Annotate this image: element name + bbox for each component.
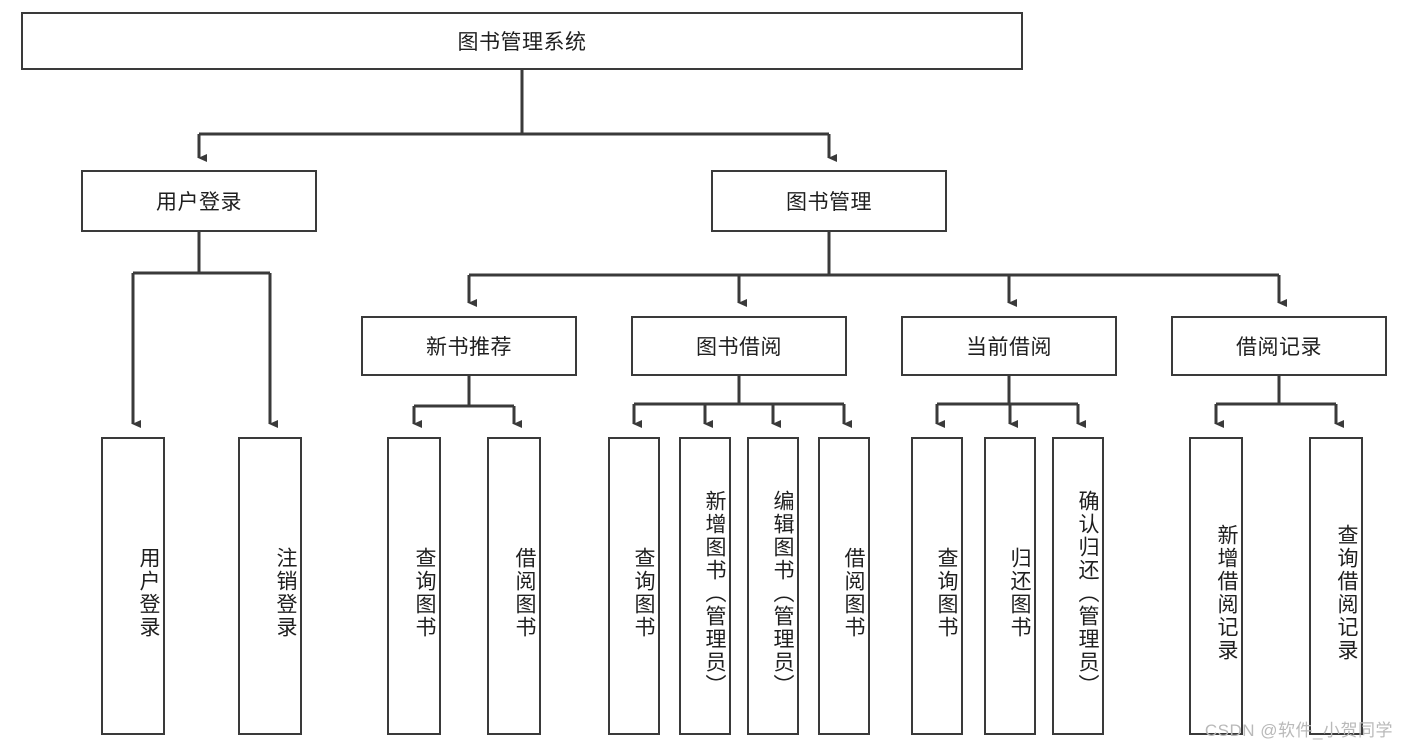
node-leaf-query-book-3-label: 查询图书 [935, 547, 958, 639]
node-book-borrow[interactable]: 图书借阅 [631, 316, 847, 376]
node-borrow-record-label: 借阅记录 [1236, 336, 1322, 359]
watermark-text: CSDN @软件_小贺同学 [1204, 721, 1393, 740]
node-current-borrow-label: 当前借阅 [966, 336, 1052, 359]
node-user-login-label: 用户登录 [156, 191, 242, 214]
node-leaf-query-record[interactable]: 查询借阅记录 [1309, 437, 1363, 735]
node-leaf-borrow-book-1-label: 借阅图书 [513, 547, 536, 639]
node-leaf-query-book-1[interactable]: 查询图书 [387, 437, 441, 735]
node-leaf-add-record[interactable]: 新增借阅记录 [1189, 437, 1243, 735]
node-leaf-confirm-return-label: 确认归还（管理员） [1076, 489, 1099, 697]
node-borrow-record[interactable]: 借阅记录 [1171, 316, 1387, 376]
node-new-book-recommend[interactable]: 新书推荐 [361, 316, 577, 376]
node-leaf-confirm-return[interactable]: 确认归还（管理员） [1052, 437, 1104, 735]
node-leaf-query-book-2[interactable]: 查询图书 [608, 437, 660, 735]
node-leaf-return-book-label: 归还图书 [1008, 547, 1031, 639]
node-leaf-add-record-label: 新增借阅记录 [1215, 524, 1238, 662]
node-book-manage-label: 图书管理 [786, 191, 872, 214]
node-book-manage[interactable]: 图书管理 [711, 170, 947, 232]
node-leaf-query-record-label: 查询借阅记录 [1335, 524, 1358, 662]
node-root[interactable]: 图书管理系统 [21, 12, 1023, 70]
node-leaf-query-book-3[interactable]: 查询图书 [911, 437, 963, 735]
node-user-login[interactable]: 用户登录 [81, 170, 317, 232]
node-leaf-add-book[interactable]: 新增图书（管理员） [679, 437, 731, 735]
node-leaf-query-book-2-label: 查询图书 [632, 547, 655, 639]
node-root-label: 图书管理系统 [457, 31, 587, 54]
node-leaf-user-logout-label: 注销登录 [274, 547, 297, 639]
node-new-book-recommend-label: 新书推荐 [426, 336, 512, 359]
node-leaf-user-logout[interactable]: 注销登录 [238, 437, 302, 735]
node-leaf-edit-book-label: 编辑图书（管理员） [771, 489, 794, 697]
node-leaf-add-book-label: 新增图书（管理员） [703, 489, 726, 697]
node-leaf-borrow-book-2-label: 借阅图书 [842, 547, 865, 639]
node-leaf-edit-book[interactable]: 编辑图书（管理员） [747, 437, 799, 735]
node-leaf-user-login[interactable]: 用户登录 [101, 437, 165, 735]
node-book-borrow-label: 图书借阅 [696, 336, 782, 359]
node-leaf-return-book[interactable]: 归还图书 [984, 437, 1036, 735]
node-leaf-query-book-1-label: 查询图书 [413, 547, 436, 639]
node-leaf-borrow-book-2[interactable]: 借阅图书 [818, 437, 870, 735]
node-leaf-user-login-label: 用户登录 [137, 547, 160, 639]
node-current-borrow[interactable]: 当前借阅 [901, 316, 1117, 376]
node-leaf-borrow-book-1[interactable]: 借阅图书 [487, 437, 541, 735]
